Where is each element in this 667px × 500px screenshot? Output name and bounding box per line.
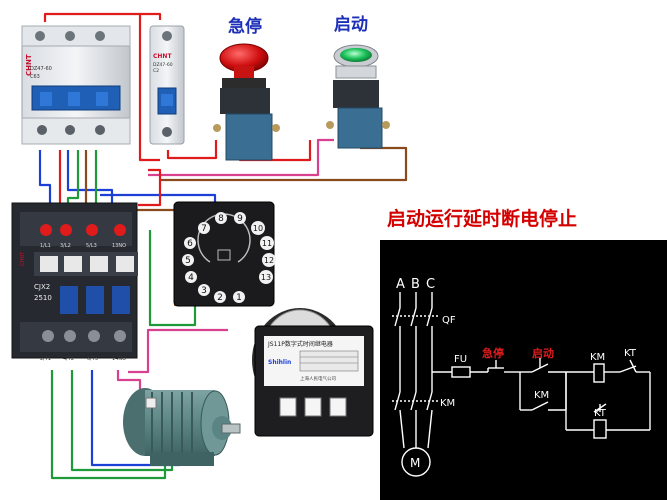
wire-pink-to-timer <box>128 328 228 374</box>
pin-2: 2 <box>217 293 223 303</box>
wire-red-top <box>43 12 162 22</box>
relay-pins: 1 2 3 4 5 6 7 8 9 10 11 12 13 <box>182 212 276 303</box>
phase-b-label: B <box>411 277 420 292</box>
pin-4: 4 <box>188 273 194 283</box>
motor <box>123 388 241 466</box>
schematic-panel: A B C <box>380 240 667 500</box>
start-button[interactable] <box>326 44 390 149</box>
timer-maker: 上海人民电气公司 <box>300 375 336 382</box>
km-main-label: KM <box>440 398 455 409</box>
pin-10: 10 <box>253 224 263 233</box>
pin-11: 11 <box>262 239 272 248</box>
contactor-terminal-5: 5/L3 <box>86 243 97 249</box>
wire-red-start-return <box>160 146 408 182</box>
breaker-3pole: CHNT DZ47-60 C63 <box>21 25 131 145</box>
pin-8: 8 <box>218 214 224 224</box>
small-breaker-brand: CHNT <box>153 53 172 60</box>
km-coil-label: KM <box>590 352 605 363</box>
schematic-start-label: 启动 <box>532 346 554 360</box>
timer-relay[interactable]: JS11P数字式时间继电器 Shihlin 上海人民电气公司 <box>252 308 374 437</box>
wire-red-relay <box>138 168 162 207</box>
small-breaker-model: DZ47-60 <box>153 62 173 68</box>
qf-label: QF <box>442 315 456 326</box>
motor-label: M <box>410 456 420 470</box>
pin-7: 7 <box>201 224 207 234</box>
contactor-terminal-2: 2/T1 <box>40 356 51 362</box>
contactor-brand: CHNT <box>20 251 26 266</box>
pin-5: 5 <box>185 256 191 266</box>
pin-3: 3 <box>201 286 207 296</box>
pin-6: 6 <box>187 239 193 249</box>
wire-red-estop <box>166 140 218 160</box>
wire-red-feed <box>138 14 160 162</box>
fu-label: FU <box>454 354 467 365</box>
contactor-terminal-14: 14NO <box>112 356 126 362</box>
breaker-rating: C63 <box>30 74 40 80</box>
timer-brand: Shihlin <box>268 359 291 366</box>
km-hold-label: KM <box>534 390 549 401</box>
contactor-size: 2510 <box>34 294 52 302</box>
diagram-title: 启动运行延时断电停止 <box>387 207 577 230</box>
phase-a-label: A <box>396 277 405 292</box>
contactor-terminal-13: 13NO <box>112 243 126 249</box>
estop-button[interactable] <box>213 43 280 161</box>
contactor-terminal-4: 4/T2 <box>63 356 74 362</box>
breaker-model: DZ47-60 <box>30 66 52 72</box>
estop-label: 急停 <box>228 16 262 37</box>
start-label: 启动 <box>334 14 368 35</box>
wire-pink-start <box>148 138 334 177</box>
phase-c-label: C <box>426 277 435 292</box>
pin-12: 12 <box>264 256 274 265</box>
pin-9: 9 <box>237 214 243 224</box>
contactor-terminal-1: 1/L1 <box>40 243 51 249</box>
contactor-terminal-6: 6/T3 <box>87 356 98 362</box>
timer-header: JS11P数字式时间继电器 <box>267 340 333 348</box>
breaker-1pole: CHNT DZ47-60 C2 <box>149 25 185 145</box>
contactor: 1/L1 3/L2 5/L3 13NO CHNT CJX2 2510 2/T1 … <box>11 202 138 362</box>
pin-13: 13 <box>261 273 271 282</box>
relay-socket: 1 2 3 4 5 6 7 8 9 10 11 12 13 <box>173 201 276 307</box>
wire-green-relay <box>148 230 197 327</box>
pin-1: 1 <box>236 293 242 303</box>
schematic-estop-label: 急停 <box>482 346 504 360</box>
breaker-brand: CHNT <box>25 54 33 76</box>
kt-coil-label: KT <box>594 408 607 419</box>
wire-motor-pink <box>116 370 142 395</box>
kt-contact-label: KT <box>624 348 637 359</box>
contactor-terminal-3: 3/L2 <box>60 243 71 249</box>
contactor-model: CJX2 <box>34 283 50 291</box>
small-breaker-rating: C2 <box>153 68 159 74</box>
